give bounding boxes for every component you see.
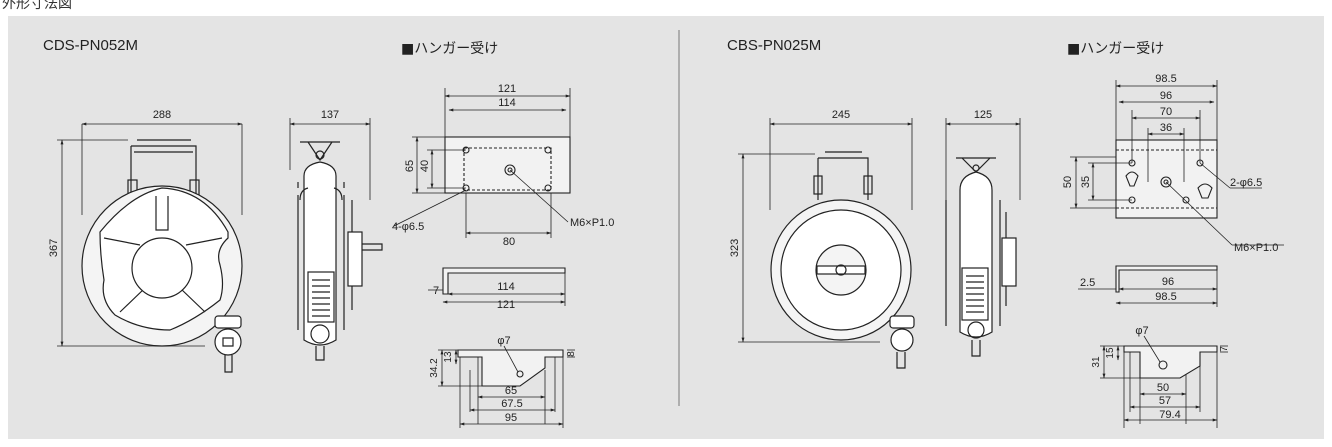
right-hanger-side	[1115, 265, 1218, 293]
left-hanger-pitch: 80	[503, 236, 515, 248]
right-hanger-h-50: 50	[1062, 176, 1074, 188]
right-hanger-bottom	[1123, 345, 1218, 379]
right-dim-height: 323	[729, 239, 741, 257]
right-hanger-title: ■ハンガー受け	[1067, 41, 1165, 57]
left-model-name: CDS-PN052M	[43, 37, 139, 54]
left-bottom-phi: φ7	[497, 335, 510, 347]
left-hanger-side	[442, 267, 566, 295]
left-hanger-h-outer: 65	[404, 160, 416, 172]
left-hanger-w-inner: 114	[498, 97, 516, 109]
right-hanger-w-outer: 98.5	[1155, 73, 1176, 85]
right-side-thickness: 2.5	[1080, 277, 1095, 289]
left-bottom-65: 65	[505, 385, 517, 397]
right-hanger-w-36: 36	[1160, 122, 1172, 134]
right-bottom-phi: φ7	[1135, 325, 1148, 337]
left-side-outer: 121	[497, 299, 515, 311]
right-hanger-w-inner: 96	[1160, 90, 1172, 102]
right-side-view	[945, 157, 1017, 357]
left-bolt-label: M6×P1.0	[570, 217, 614, 229]
left-dim-depth: 137	[321, 109, 339, 121]
right-front-view	[770, 151, 915, 369]
right-side-inner: 96	[1162, 276, 1174, 288]
right-bottom-50: 50	[1157, 382, 1169, 394]
left-hole-label: 4-φ6.5	[392, 221, 424, 233]
left-hanger-h-inner: 40	[419, 160, 431, 172]
right-model-name: CBS-PN025M	[727, 37, 822, 54]
left-bottom-342: 34.2	[429, 358, 440, 378]
right-bottom-15: 15	[1105, 347, 1116, 359]
left-hanger-top	[444, 136, 571, 194]
right-dim-width: 245	[832, 109, 850, 121]
left-dim-height: 367	[48, 239, 60, 257]
left-side-view	[297, 141, 383, 361]
right-bottom-57: 57	[1159, 395, 1171, 407]
right-hanger-w-70: 70	[1160, 106, 1172, 118]
right-dim-depth: 125	[974, 109, 992, 121]
left-hanger-w-outer: 121	[498, 83, 516, 95]
right-hanger-top	[1115, 139, 1218, 219]
page-title: 外形寸法図	[2, 0, 72, 11]
left-hanger-title: ■ハンガー受け	[401, 41, 499, 57]
left-side-thickness: 7	[433, 285, 439, 297]
right-side-outer: 98.5	[1155, 291, 1176, 303]
left-dim-width: 288	[153, 109, 171, 121]
left-side-inner: 114	[497, 281, 515, 293]
right-bottom-794: 79.4	[1159, 409, 1180, 421]
left-bottom-95: 95	[505, 412, 517, 424]
left-bottom-13: 13	[443, 351, 454, 363]
left-bottom-8: 8	[566, 351, 577, 357]
right-hanger-h-35: 35	[1080, 176, 1092, 188]
left-front-view	[81, 139, 243, 373]
right-bottom-7: 7	[1219, 346, 1230, 352]
left-hanger-bottom	[457, 349, 564, 387]
left-bottom-675: 67.5	[501, 398, 522, 410]
right-bolt-label: M6×P1.0	[1234, 242, 1278, 254]
right-hole-label: 2-φ6.5	[1230, 177, 1262, 189]
right-bottom-31: 31	[1091, 356, 1102, 368]
